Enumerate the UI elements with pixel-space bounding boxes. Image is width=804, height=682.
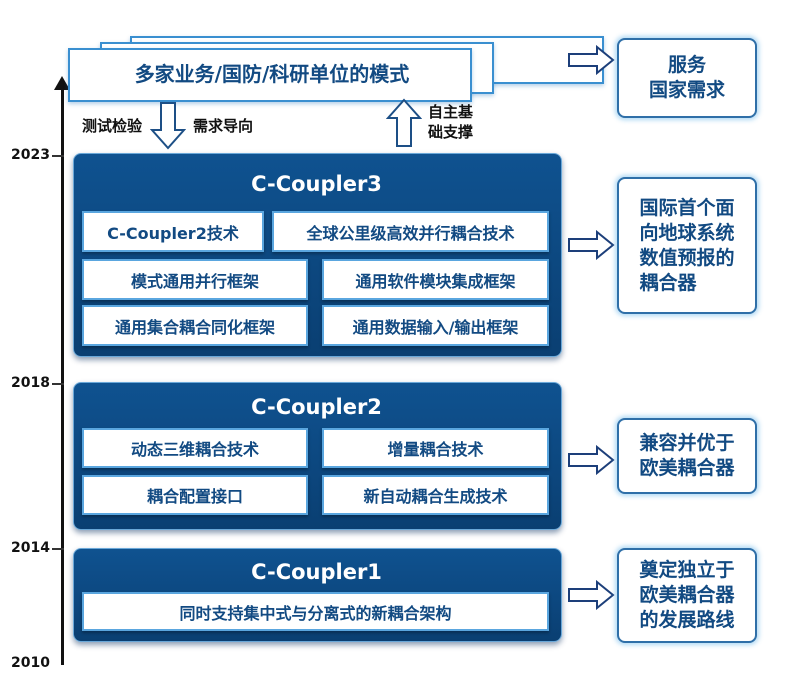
outcome-box-independent-path: 奠定独立于欧美耦合器的发展路线 <box>617 548 757 643</box>
up-arrow-label: 自主基 础支撑 <box>428 102 473 142</box>
year-label: 2014 <box>11 540 50 556</box>
c2-item: 动态三维耦合技术 <box>82 428 308 468</box>
down-arrow-right-label: 需求导向 <box>193 117 254 135</box>
outcome-line: 兼容并优于 <box>639 432 735 454</box>
outcome-line: 欧美耦合器 <box>639 457 735 479</box>
tick-2018 <box>52 383 64 385</box>
c3-item: 模式通用并行框架 <box>82 259 308 300</box>
tick-2023 <box>52 155 64 157</box>
c2-item: 新自动耦合生成技术 <box>322 475 549 515</box>
c-coupler1-title: C-Coupler1 <box>251 560 382 584</box>
c2-item: 增量耦合技术 <box>322 428 549 468</box>
c3-item: 通用数据输入/输出框架 <box>322 305 549 346</box>
outcome-line: 国家需求 <box>648 79 725 101</box>
outcome-box-first-coupler: 国际首个面向地球系统数值预报的耦合器 <box>617 177 757 314</box>
outcome-line: 耦合器 <box>639 271 697 294</box>
right-arrow-icon <box>568 445 615 475</box>
banner-layer-front <box>68 48 472 102</box>
banner-title: 多家业务/国防/科研单位的模式 <box>134 62 410 86</box>
year-label: 2018 <box>11 375 50 391</box>
outcome-line: 服务 <box>667 54 706 76</box>
c3-item: C-Coupler2技术 <box>82 211 264 252</box>
down-arrow-icon <box>150 102 186 150</box>
up-arrow-icon <box>386 98 422 147</box>
timeline-arrow-head-icon <box>54 76 70 90</box>
c3-item: 全球公里级高效并行耦合技术 <box>272 211 549 252</box>
c2-item: 耦合配置接口 <box>82 475 308 515</box>
down-arrow-left-label: 测试检验 <box>82 117 143 135</box>
c1-item: 同时支持集中式与分离式的新耦合架构 <box>82 592 549 631</box>
year-label: 2010 <box>11 655 50 671</box>
c-coupler2-title: C-Coupler2 <box>251 395 382 419</box>
year-label: 2023 <box>11 147 50 163</box>
outcome-line: 数值预报的 <box>639 246 735 269</box>
outcome-box-national-needs: 服务国家需求 <box>617 38 757 118</box>
outcome-line: 的发展路线 <box>639 609 735 631</box>
tick-2014 <box>52 548 64 550</box>
outcome-line: 国际首个面 <box>639 196 735 219</box>
outcome-line: 向地球系统 <box>639 221 735 244</box>
c-coupler3-title: C-Coupler3 <box>251 172 382 196</box>
outcome-line: 奠定独立于 <box>639 559 735 581</box>
up-arrow-label-line: 础支撑 <box>428 123 474 141</box>
outcome-box-compatible: 兼容并优于欧美耦合器 <box>617 418 757 494</box>
up-arrow-label-line: 自主基 <box>428 103 474 121</box>
right-arrow-icon <box>568 230 615 260</box>
c3-item: 通用软件模块集成框架 <box>322 259 549 300</box>
outcome-line: 欧美耦合器 <box>639 584 735 606</box>
timeline-axis <box>61 86 64 665</box>
right-arrow-icon <box>568 580 615 610</box>
c3-item: 通用集合耦合同化框架 <box>82 305 308 346</box>
right-arrow-icon <box>568 45 615 75</box>
